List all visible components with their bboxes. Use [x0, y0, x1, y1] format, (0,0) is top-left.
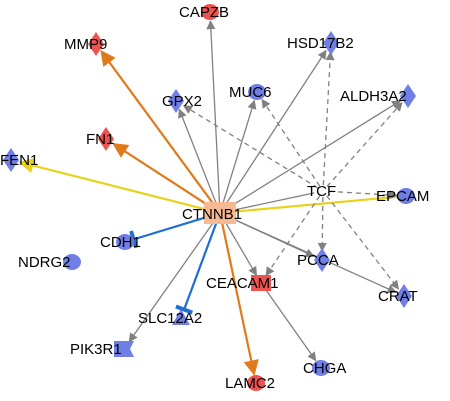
mmp9-label: MMP9 [64, 36, 107, 53]
capzb-node-shape[interactable] [201, 4, 219, 20]
hsd17b2-label: HSD17B2 [287, 35, 354, 52]
edge-center-to-cdh1 [129, 214, 211, 249]
center-label: CTNNB1 [182, 206, 242, 223]
ceacam1-node-shape[interactable] [251, 275, 271, 291]
edge-tcf-to-gpx2 [182, 105, 319, 189]
edge-center-to-mmp9 [100, 50, 215, 206]
edge-tcf-to-aldh3a2 [326, 102, 403, 187]
edge-center-to-fn1 [112, 142, 213, 209]
edge-center-to-tcf [229, 192, 315, 212]
edge-center-to-gpx2 [178, 108, 217, 204]
aldh3a2-label: ALDH3A2 [340, 88, 407, 105]
hsd17b2-node-shape[interactable] [323, 31, 339, 55]
aldh3a2-node-shape[interactable] [400, 84, 416, 108]
edge-center-to-hsd17b2 [224, 49, 327, 205]
lamc2-label: LAMC2 [225, 375, 275, 392]
slc12a2-label: SLC12A2 [138, 310, 202, 327]
edge-tcf-to-epcam [328, 190, 398, 200]
tcf-label: TCF [307, 183, 336, 200]
muc6-node-shape[interactable] [248, 84, 266, 100]
edge-center-to-fen1 [18, 158, 211, 212]
crat-node-shape[interactable] [396, 284, 412, 308]
edge-tcf-to-muc6 [261, 98, 321, 187]
gpx2-node-shape[interactable] [168, 89, 184, 113]
ndrg2-node-shape[interactable] [63, 254, 81, 270]
edge-center-to-crat [228, 216, 397, 294]
fen1-label: FEN1 [0, 152, 38, 169]
edge-center-to-muc6 [222, 99, 257, 204]
pik3r1-label: PIK3R1 [70, 341, 122, 358]
pik3r1-node-shape[interactable] [114, 341, 134, 357]
ctnnb1-node-shape[interactable] [204, 202, 236, 224]
crat-label: CRAT [378, 288, 418, 305]
edge-center-to-slc12a2 [175, 221, 218, 315]
edge-tcf-to-hsd17b2 [322, 51, 335, 186]
fen1-node-shape[interactable] [3, 148, 19, 172]
edge-tcf-to-crat [326, 195, 400, 290]
pcca-label: PCCA [297, 252, 339, 269]
edge-ceacam1-to-chga [263, 287, 317, 362]
pcca-node-shape[interactable] [314, 248, 330, 272]
ndrg2-label: NDRG2 [18, 254, 71, 271]
edge-center-to-pik3r1 [128, 220, 215, 343]
edge-center-to-capzb [206, 20, 221, 204]
chga-node-shape[interactable] [312, 360, 330, 376]
epcam-label: EPCAM [376, 188, 429, 205]
edge-center-to-aldh3a2 [228, 100, 402, 209]
lamc2-node-shape[interactable] [247, 375, 265, 391]
ceacam1-label: CEACAM1 [206, 275, 279, 292]
slc12a2-node-shape[interactable] [172, 309, 190, 325]
cdh1-node-shape[interactable] [116, 234, 134, 250]
mmp9-node-shape[interactable] [88, 32, 104, 56]
fn1-label: FN1 [86, 131, 114, 148]
chga-label: CHGA [303, 360, 346, 377]
edges-layer [18, 20, 403, 376]
cdh1-label: CDH1 [100, 234, 141, 251]
gpx2-label: GPX2 [162, 93, 202, 110]
epcam-node-shape[interactable] [397, 188, 415, 204]
edge-center-to-ceacam1 [224, 221, 258, 277]
edge-tcf-to-pcca [317, 196, 327, 252]
edge-tcf-to-ceacam1 [265, 195, 321, 277]
fn1-node-shape[interactable] [98, 127, 114, 151]
capzb-label: CAPZB [179, 4, 229, 21]
muc6-label: MUC6 [229, 84, 272, 101]
edge-center-to-lamc2 [220, 222, 259, 376]
